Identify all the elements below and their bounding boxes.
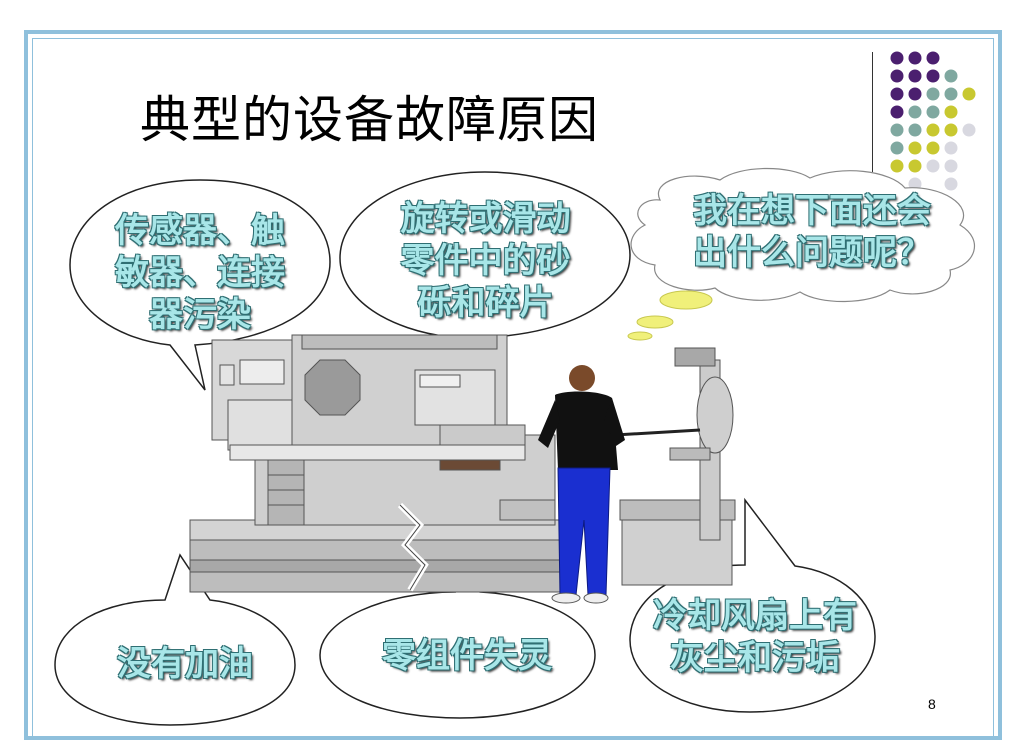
decor-dot: [890, 159, 904, 173]
bubble-text-debris: 旋转或滑动 零件中的砂 砾和碎片: [400, 199, 571, 323]
decor-dot: [926, 123, 940, 137]
decor-dot: [890, 105, 904, 119]
decor-dot: [944, 69, 958, 83]
decor-dot: [908, 141, 922, 155]
bubble-text-sensor: 传感器、触 敏器、连接 器污染: [115, 211, 285, 335]
decor-dot: [926, 105, 940, 119]
thought-dot-small: [627, 331, 653, 341]
decor-dot: [944, 177, 958, 191]
bubble-text-component: 零组件失灵: [382, 636, 552, 676]
thought-dot-large: [659, 290, 713, 310]
decor-dot: [926, 87, 940, 101]
no-oil-speech-bubble: [54, 553, 296, 726]
thought-dot-medium: [636, 315, 674, 329]
decor-dot: [908, 69, 922, 83]
page-number: 8: [928, 696, 936, 712]
decor-dot: [962, 87, 976, 101]
decor-dot: [962, 123, 976, 137]
decor-dot: [890, 69, 904, 83]
person-figure: [538, 365, 625, 604]
title-divider-line: [872, 52, 873, 172]
bubble-text-thinking: 我在想下面还会 出什么问题呢？: [693, 191, 931, 273]
component-speech-bubble: [319, 519, 596, 719]
decor-dot: [890, 141, 904, 155]
decor-dot: [926, 159, 940, 173]
decor-dot: [926, 69, 940, 83]
decor-dot: [944, 123, 958, 137]
sensor-speech-bubble: [69, 179, 331, 391]
decor-dot: [944, 141, 958, 155]
decor-dot: [890, 87, 904, 101]
decor-dot: [944, 87, 958, 101]
decor-dot: [944, 105, 958, 119]
slide-title: 典型的设备故障原因: [140, 91, 599, 149]
decor-dot: [890, 123, 904, 137]
thinking-cloud-bubble: [630, 167, 976, 303]
cooling-fan-stand: [614, 347, 736, 586]
decor-dot: [908, 159, 922, 173]
decor-dot: [926, 51, 940, 65]
bubble-text-no-oil: 没有加油: [117, 644, 253, 684]
decor-dot: [908, 123, 922, 137]
decor-dot: [908, 105, 922, 119]
decor-dot: [944, 159, 958, 173]
decorative-dot-grid: [890, 51, 976, 191]
decor-dot: [926, 141, 940, 155]
fan-speech-bubble: [629, 497, 876, 713]
lathe-machine: [189, 334, 561, 593]
bubble-text-fan: 冷却风扇上有 灰尘和污垢: [653, 596, 857, 678]
decor-dot: [908, 87, 922, 101]
decor-dot: [908, 51, 922, 65]
decor-dot: [890, 51, 904, 65]
